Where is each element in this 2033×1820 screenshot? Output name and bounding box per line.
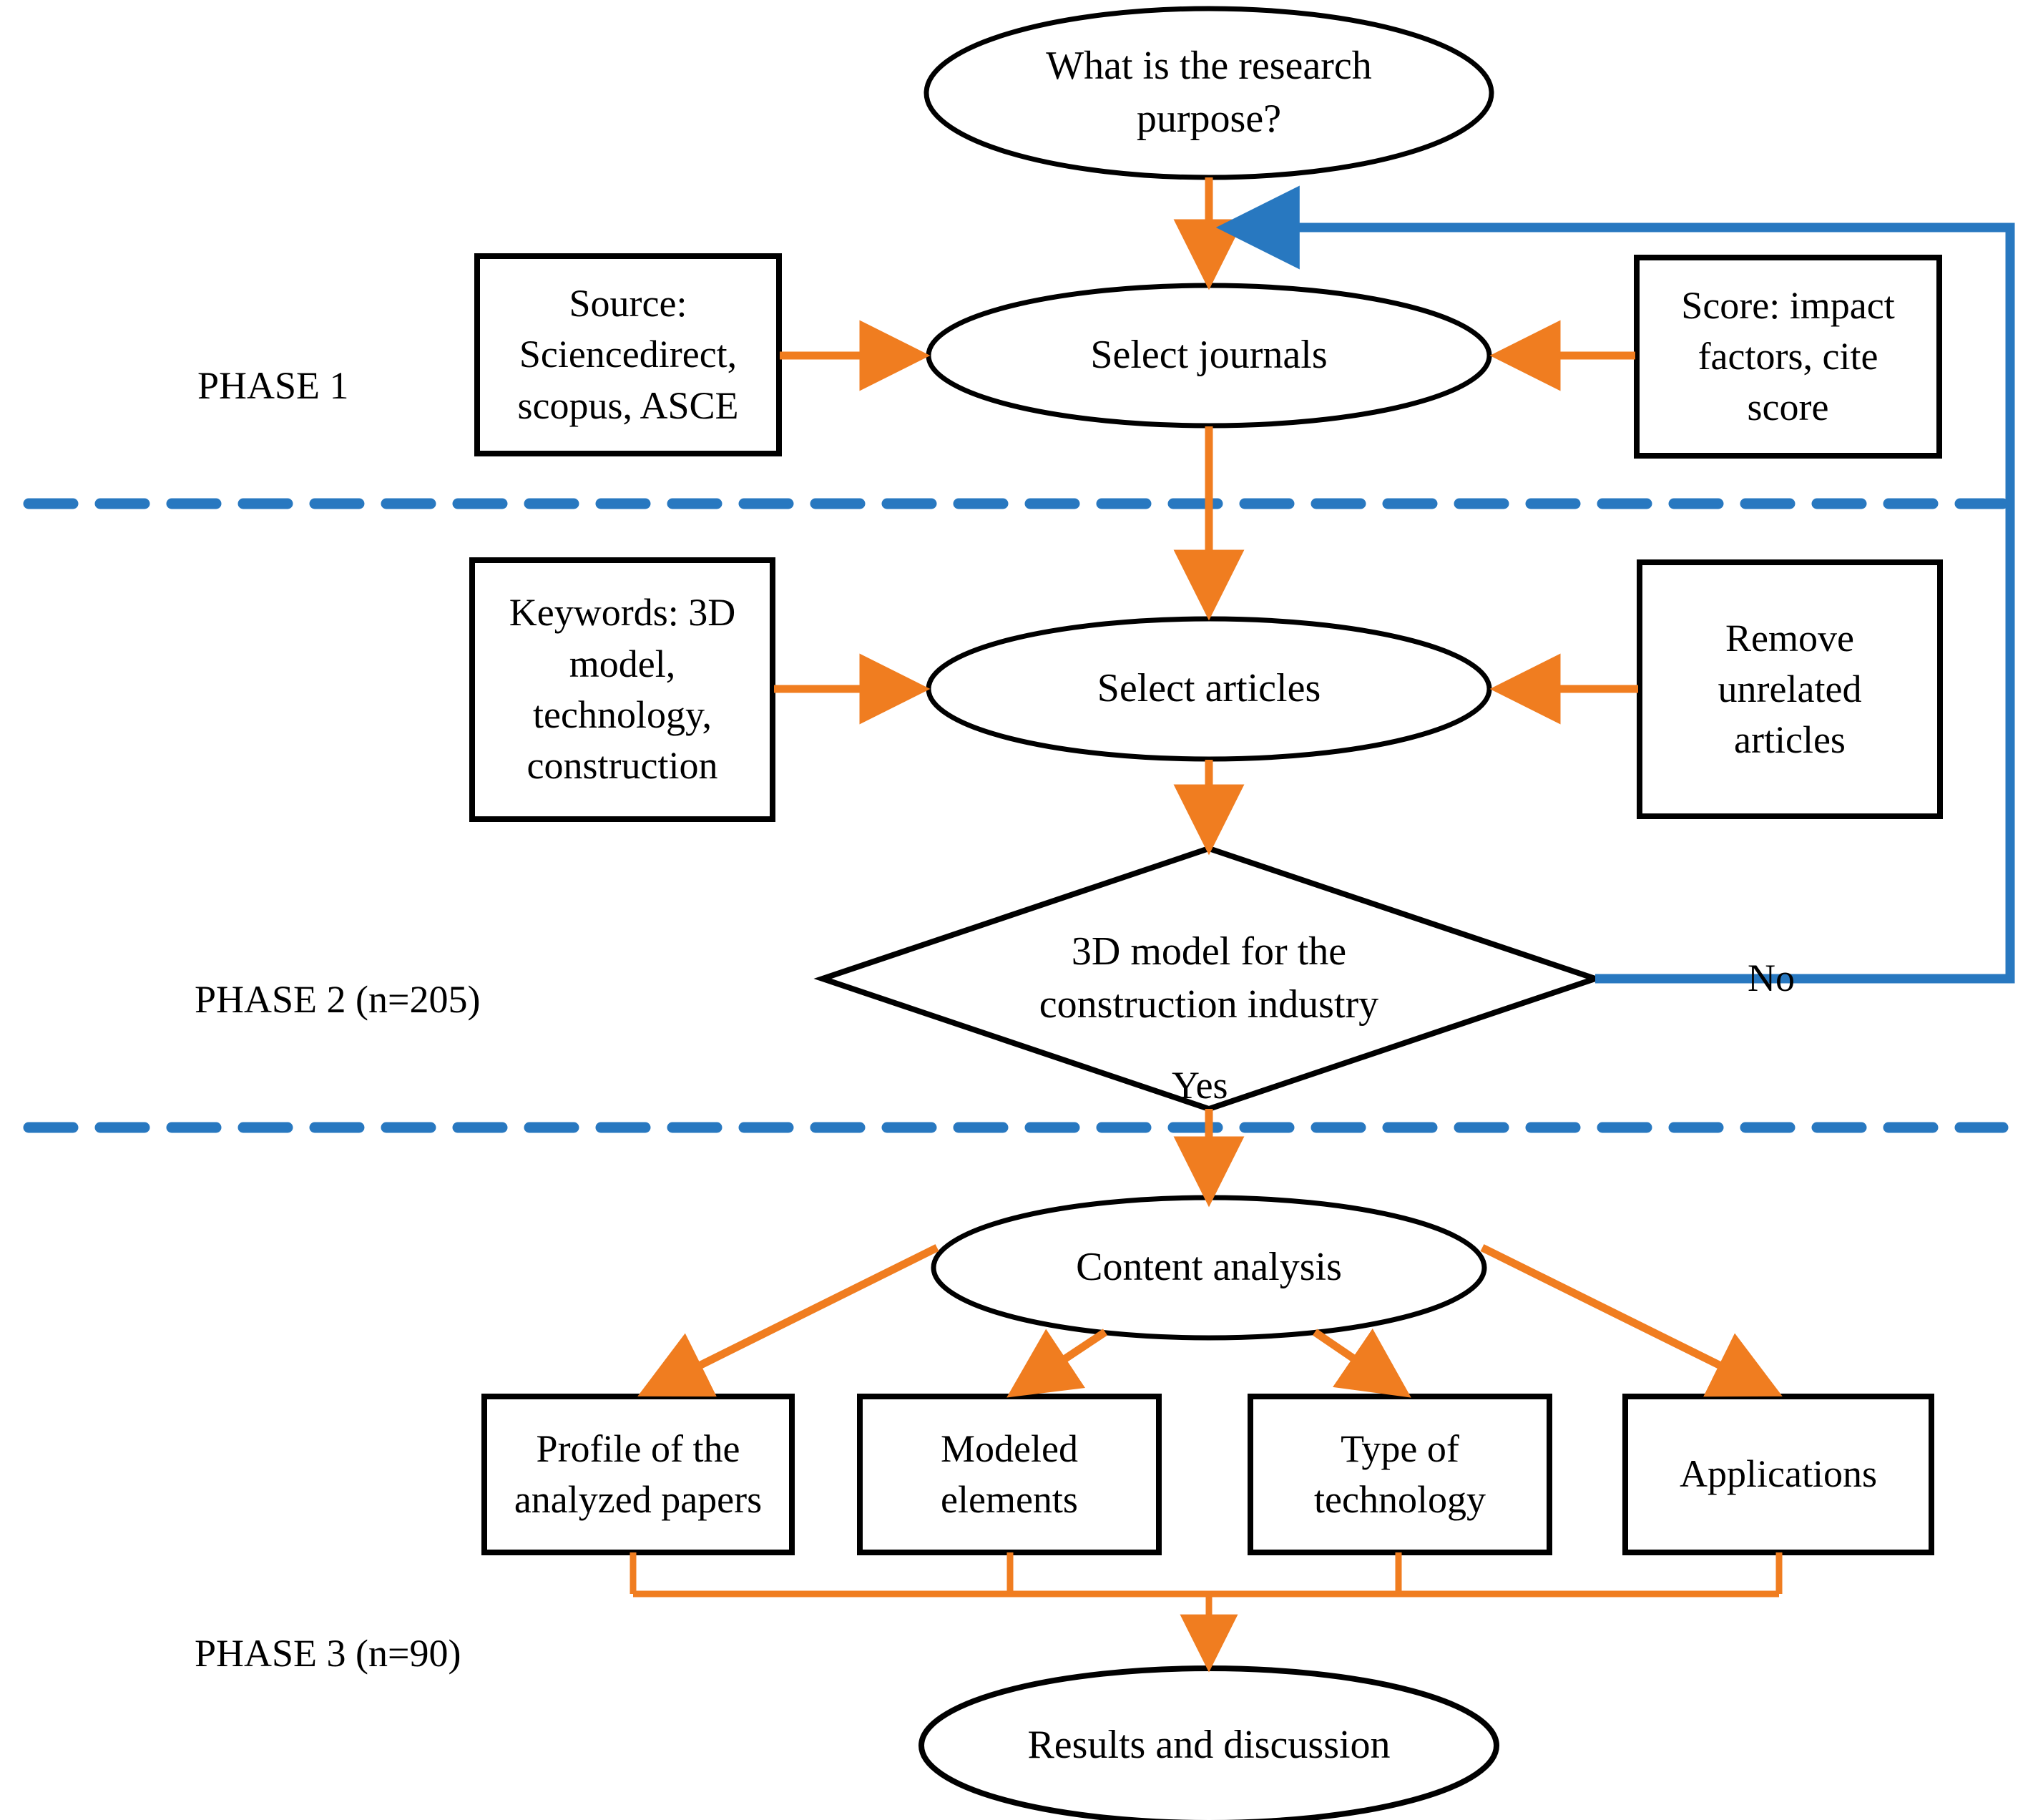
node-applications xyxy=(1622,1394,1934,1555)
edge-content-to-technology xyxy=(1312,1329,1411,1398)
node-type-of-technology xyxy=(1248,1394,1552,1555)
node-content-analysis xyxy=(931,1195,1487,1341)
node-keywords xyxy=(469,557,775,822)
node-source xyxy=(474,253,782,456)
node-select-journals xyxy=(926,283,1492,429)
node-select-articles xyxy=(926,616,1492,762)
edge-content-to-applications xyxy=(1480,1244,1783,1397)
phase-label-3: PHASE 3 (n=90) xyxy=(195,1632,461,1675)
node-score xyxy=(1634,255,1942,459)
phase-label-2: PHASE 2 (n=205) xyxy=(195,978,481,1021)
edge-content-to-profile xyxy=(637,1244,939,1397)
node-modeled-elements xyxy=(857,1394,1162,1555)
node-profile-papers xyxy=(481,1394,795,1555)
edge-label-yes: Yes xyxy=(1172,1064,1228,1107)
node-results-discussion xyxy=(918,1665,1499,1820)
edge-decision-no-feedback xyxy=(1215,185,2015,984)
edge-content-to-modeled xyxy=(1006,1329,1108,1398)
edge-label-no: No xyxy=(1748,957,1795,999)
node-research-purpose xyxy=(924,6,1494,180)
node-remove-unrelated xyxy=(1637,559,1943,819)
phase-label-1: PHASE 1 xyxy=(197,364,349,407)
